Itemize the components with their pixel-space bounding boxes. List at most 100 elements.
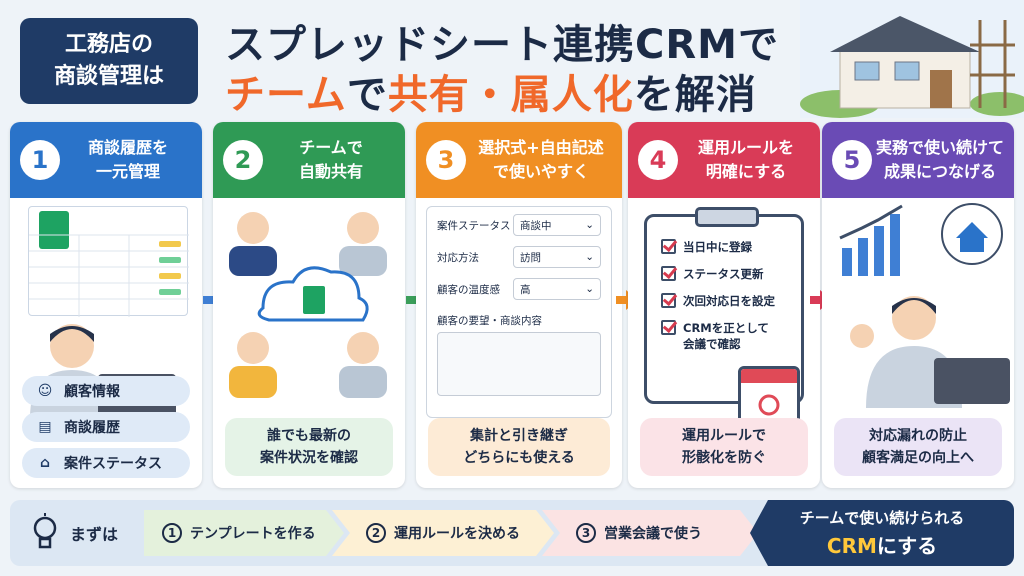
step-card-5: 5 実務で使い続けて 成果につなげる: [822, 122, 1014, 488]
crm-form: 案件ステータス 商談中⌄ 対応方法 訪問⌄ 顧客の温度感 高⌄ 顧客の要望・商談…: [426, 206, 612, 418]
lightbulb-icon: [33, 513, 57, 549]
house-illustration: [800, 0, 1024, 118]
person-icon: ☺: [37, 383, 53, 399]
sheets-icon: [39, 211, 69, 249]
first-step-2-number: 2: [366, 523, 386, 543]
checklist-label: ステータス更新: [683, 267, 764, 281]
step-1-body: ☺ 顧客情報 ▤ 商談履歴 ⌂ 案件ステータス: [10, 198, 202, 488]
step-4-title-1: 運用ルールを: [697, 138, 794, 157]
checkbox-icon: [661, 293, 676, 308]
form-label: 案件ステータス: [437, 219, 511, 232]
step-4-caption-1: 運用ルールで: [682, 428, 766, 444]
first-step-1-text: テンプレートを作る: [190, 526, 316, 542]
rule-checklist: 当日中に登録 ステータス更新 次回対応日を設定 CRMを正として会議で確認: [661, 239, 795, 363]
notes-textarea[interactable]: [437, 332, 601, 396]
notes-label: 顧客の要望・商談内容: [437, 315, 542, 327]
step-1-title: 商談履歴を 一元管理: [60, 136, 202, 184]
list-item-label: 顧客情報: [64, 384, 120, 400]
step-3-caption-2: どちらにも使える: [463, 450, 575, 466]
step-3-caption-1: 集計と引き継ぎ: [470, 428, 568, 444]
checkbox-icon: [661, 239, 676, 254]
title-share: 共有・属人化: [387, 72, 634, 118]
calendar-icon: [738, 366, 800, 426]
checklist-label: 当日中に登録: [683, 240, 752, 254]
step-2-caption-2: 案件状況を確認: [260, 450, 358, 466]
select-value: 商談中: [520, 219, 552, 232]
step-2-body: 誰でも最新の 案件状況を確認: [213, 198, 405, 488]
step-3-title: 選択式+自由記述 で使いやすく: [466, 136, 622, 184]
form-row-method: 対応方法 訪問 ⌄: [427, 243, 611, 271]
step-card-3: 3 選択式+自由記述 で使いやすく 案件ステータス 商談中⌄ 対応方法 訪問⌄ …: [416, 122, 622, 488]
chevron-down-icon: ⌄: [585, 283, 594, 295]
step-4-body: 当日中に登録 ステータス更新 次回対応日を設定 CRMを正として会議で確認 運用…: [628, 198, 820, 488]
select-value: 訪問: [520, 251, 541, 264]
checklist-item: 次回対応日を設定: [661, 293, 795, 309]
home-icon: ⌂: [39, 455, 51, 471]
form-label: 対応方法: [437, 251, 479, 264]
step-card-4: 4 運用ルールを 明確にする 当日中に登録 ステータス更新 次回対応日を設定 C…: [628, 122, 820, 488]
header: 工務店の 商談管理は スプレッドシート連携CRMで チームで共有・属人化を解消: [0, 0, 1024, 118]
checklist-item: CRMを正として会議で確認: [661, 320, 795, 352]
checklist-item: ステータス更新: [661, 266, 795, 282]
step-5-caption-2: 顧客満足の向上へ: [862, 450, 974, 466]
first-step-1-number: 1: [162, 523, 182, 543]
step-2-caption: 誰でも最新の 案件状況を確認: [225, 418, 393, 476]
tag-line-2: 商談管理は: [53, 64, 164, 89]
goal-banner: チームで使い続けられる CRMにする: [750, 500, 1014, 566]
document-icon: ▤: [38, 419, 52, 435]
step-1-list: ☺ 顧客情報 ▤ 商談履歴 ⌂ 案件ステータス: [22, 370, 190, 478]
clipboard-clip: [695, 207, 759, 227]
checkbox-icon: [661, 320, 676, 335]
step-2-title-1: チームで: [299, 138, 363, 157]
step-2-title: チームで 自動共有: [263, 136, 405, 184]
temperature-select[interactable]: 高⌄: [513, 278, 601, 300]
list-item-label: 案件ステータス: [64, 456, 162, 472]
steps-row: 1 商談履歴を 一元管理: [10, 122, 1014, 492]
step-1-header: 1 商談履歴を 一元管理: [10, 122, 202, 198]
step-card-1: 1 商談履歴を 一元管理: [10, 122, 202, 488]
step-4-caption-2: 形骸化を防ぐ: [682, 450, 766, 466]
select-value: 高: [520, 283, 531, 296]
goal-line-1: チームで使い続けられる: [799, 509, 965, 527]
chevron-down-icon: ⌄: [585, 219, 594, 231]
title-team: チーム: [225, 72, 347, 118]
header-tag: 工務店の 商談管理は: [20, 18, 198, 104]
list-item-history: ▤ 商談履歴: [22, 412, 190, 442]
step-5-number: 5: [832, 140, 872, 180]
step-5-title: 実務で使い続けて 成果につなげる: [872, 136, 1014, 184]
step-2-title-2: 自動共有: [298, 162, 363, 181]
first-step-2-text: 運用ルールを決める: [394, 526, 520, 542]
status-select[interactable]: 商談中 ⌄: [513, 214, 601, 236]
checklist-label: CRMを正として: [683, 321, 769, 335]
spreadsheet-illustration: [28, 206, 189, 317]
checklist-label-cont: 会議で確認: [683, 337, 741, 351]
step-2-caption-1: 誰でも最新の: [267, 428, 351, 444]
step-3-title-1: 選択式+自由記述: [478, 138, 604, 157]
first-step-1: 1 テンプレートを作る: [144, 510, 344, 556]
team-sharing-illustration: [229, 212, 387, 398]
success-worker-illustration: [839, 203, 1010, 408]
step-5-caption-1: 対応漏れの防止: [869, 428, 967, 444]
step-2-header: 2 チームで 自動共有: [213, 122, 405, 198]
method-select[interactable]: 訪問 ⌄: [513, 246, 601, 268]
chevron-down-icon: ⌄: [585, 251, 594, 263]
step-5-header: 5 実務で使い続けて 成果につなげる: [822, 122, 1014, 198]
form-label: 顧客の温度感: [437, 283, 500, 296]
first-steps-label: まずは: [30, 500, 118, 566]
form-row-status: 案件ステータス 商談中 ⌄: [427, 211, 611, 239]
step-card-2: 2 チームで 自動共有 誰でも最新の 案件状況を確認: [213, 122, 405, 488]
step-4-title: 運用ルールを 明確にする: [678, 136, 820, 184]
step-5-title-1: 実務で使い続けて: [875, 138, 1004, 157]
goal-line-2: CRMにする: [827, 530, 937, 559]
checkbox-icon: [661, 266, 676, 281]
step-4-caption: 運用ルールで 形骸化を防ぐ: [640, 418, 808, 476]
list-item-label: 商談履歴: [64, 420, 120, 436]
goal-crm: CRM: [826, 534, 877, 558]
form-row-temperature: 顧客の温度感 高⌄: [427, 275, 611, 303]
list-item-status: ⌂ 案件ステータス: [22, 448, 190, 478]
step-5-title-2: 成果につなげる: [883, 162, 996, 181]
step-4-title-2: 明確にする: [705, 162, 787, 181]
tag-line-1: 工務店の: [64, 32, 153, 57]
spreadsheet-grid: [29, 234, 189, 317]
first-steps-bar: まずは 1 テンプレートを作る 2 運用ルールを決める 3 営業会議で使う チー…: [10, 500, 1014, 566]
